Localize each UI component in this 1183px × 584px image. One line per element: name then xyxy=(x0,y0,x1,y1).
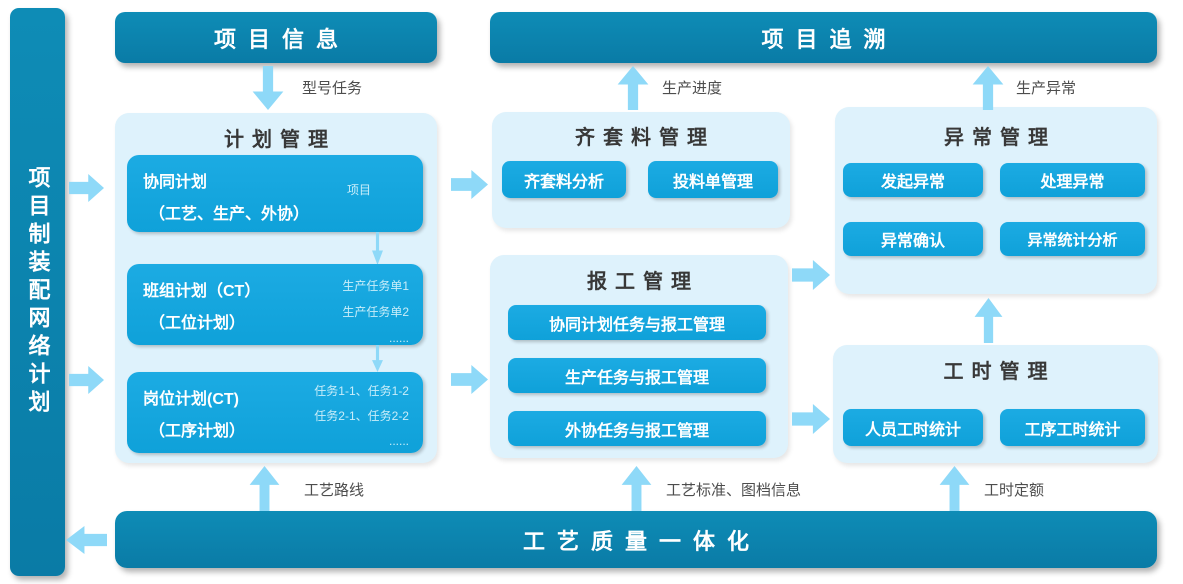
label-production-exception: 生产异常 xyxy=(1016,80,1077,97)
arrow-hours-to-exception xyxy=(974,298,1003,343)
confirm-exception-button: 异常确认 xyxy=(843,222,983,256)
team-plan-side-3: ...... xyxy=(388,331,409,345)
arrow-report-to-exception xyxy=(792,260,830,290)
exception-stats-button: 异常统计分析 xyxy=(1000,222,1145,256)
hours-management-panel: 工时管理 人员工时统计 工序工时统计 xyxy=(833,345,1158,463)
post-plan-line2: （工序计划） xyxy=(149,423,246,440)
project-trace-bar: 项目追溯 xyxy=(490,12,1157,63)
post-plan-side-1: 任务1-1、任务1-2 xyxy=(314,384,409,398)
team-plan-box: 班组计划（CT） （工位计划） 生产任务单1 生产任务单2 ...... xyxy=(127,264,423,345)
arrow-model-task xyxy=(252,66,284,110)
project-info-label: 项目信息 xyxy=(213,26,350,52)
material-management-title: 齐套料管理 xyxy=(575,127,715,149)
plan-connector-arrow-2 xyxy=(372,345,383,372)
collaborative-plan-line2: （工艺、生产、外协） xyxy=(149,206,310,223)
exception-management-panel: 异常管理 发起异常 处理异常 异常确认 异常统计分析 xyxy=(835,107,1157,294)
team-plan-side-1: 生产任务单1 xyxy=(342,279,409,293)
arrow-production-progress xyxy=(617,66,649,110)
collaborative-plan-side: 项目 xyxy=(346,183,371,197)
process-quality-label: 工艺质量一体化 xyxy=(522,528,761,554)
arrow-bar-to-plan-2 xyxy=(69,366,104,394)
arrow-report-to-hours xyxy=(792,404,830,434)
arrow-process-route xyxy=(249,466,280,511)
arrow-hour-quota xyxy=(939,466,970,511)
team-plan-line2: （工位计划） xyxy=(149,315,246,332)
post-plan-side-2: 任务2-1、任务2-2 xyxy=(314,409,409,423)
work-report-title: 报工管理 xyxy=(587,271,699,293)
label-process-route: 工艺路线 xyxy=(304,482,365,499)
handle-exception-button: 处理异常 xyxy=(1000,163,1145,197)
arrow-plan-to-report xyxy=(451,365,488,394)
arrow-plan-to-material xyxy=(451,170,488,199)
arrow-production-exception xyxy=(972,66,1004,110)
left-vertical-bar-label: 项目制装配网络计划 xyxy=(25,166,51,418)
collaborative-plan-line1: 协同计划 xyxy=(143,174,208,191)
arrow-bar-to-plan-1 xyxy=(69,174,104,202)
label-production-progress: 生产进度 xyxy=(662,80,723,97)
process-hours-button: 工序工时统计 xyxy=(1000,409,1145,446)
project-trace-label: 项目追溯 xyxy=(761,26,898,52)
production-task-report-button: 生产任务与报工管理 xyxy=(508,358,766,393)
team-plan-side: 生产任务单1 生产任务单2 ...... xyxy=(342,273,409,351)
arrow-bottom-to-bar xyxy=(66,526,107,554)
plan-management-panel: 计划管理 协同计划 （工艺、生产、外协） 项目 班组计划（CT） （工位计划） … xyxy=(115,113,437,463)
project-info-bar: 项目信息 xyxy=(115,12,437,63)
label-model-task: 型号任务 xyxy=(302,80,363,97)
collab-task-report-button: 协同计划任务与报工管理 xyxy=(508,305,766,340)
feed-order-button: 投料单管理 xyxy=(648,161,778,198)
person-hours-button: 人员工时统计 xyxy=(843,409,983,446)
raise-exception-button: 发起异常 xyxy=(843,163,983,197)
plan-management-title: 计划管理 xyxy=(224,129,336,151)
team-plan-side-2: 生产任务单2 xyxy=(342,305,409,319)
post-plan-box: 岗位计划(CT) （工序计划） 任务1-1、任务1-2 任务2-1、任务2-2 … xyxy=(127,372,423,453)
work-report-panel: 报工管理 协同计划任务与报工管理 生产任务与报工管理 外协任务与报工管理 xyxy=(490,255,788,458)
plan-connector-arrow-1 xyxy=(372,232,383,265)
hours-management-title: 工时管理 xyxy=(943,361,1056,383)
outsourcing-task-report-button: 外协任务与报工管理 xyxy=(508,411,766,446)
team-plan-line1: 班组计划（CT） xyxy=(143,283,261,300)
left-vertical-bar: 项目制装配网络计划 xyxy=(10,8,65,576)
arrow-process-standard xyxy=(621,466,652,511)
label-hour-quota: 工时定额 xyxy=(984,482,1045,499)
material-analysis-button: 齐套料分析 xyxy=(502,161,626,198)
label-process-standard: 工艺标准、图档信息 xyxy=(666,482,802,499)
post-plan-line1: 岗位计划(CT) xyxy=(143,391,239,408)
process-quality-bar: 工艺质量一体化 xyxy=(115,511,1157,568)
post-plan-side: 任务1-1、任务1-2 任务2-1、任务2-2 ...... xyxy=(314,379,409,454)
material-management-panel: 齐套料管理 齐套料分析 投料单管理 xyxy=(492,112,790,228)
post-plan-side-3: ...... xyxy=(388,434,409,448)
exception-management-title: 异常管理 xyxy=(944,127,1056,149)
collaborative-plan-box: 协同计划 （工艺、生产、外协） 项目 xyxy=(127,155,423,232)
